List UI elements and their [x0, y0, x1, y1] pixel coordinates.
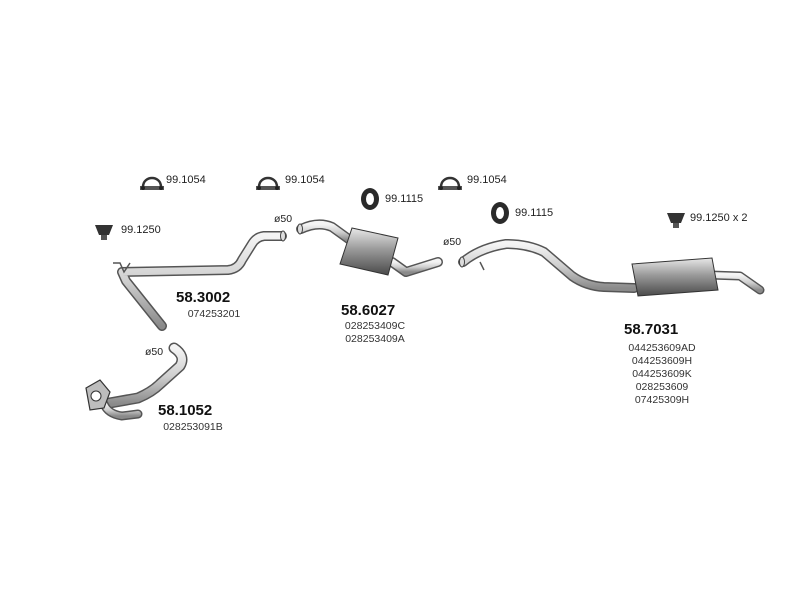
part-number: 58.3002	[176, 289, 231, 306]
hanger-icon	[667, 213, 685, 228]
silencer-58-6027	[296, 219, 443, 277]
clamp-icon	[140, 176, 164, 190]
oem-number: 074253201	[187, 308, 241, 320]
rubber-ring-icon	[491, 202, 509, 224]
pipe-58-1052	[85, 342, 188, 421]
part-number: 58.7031	[624, 321, 679, 338]
oem-number: 028253409C	[344, 320, 406, 332]
clamp-label: 99.1054	[467, 174, 507, 186]
clamp-label: 99.1054	[285, 174, 325, 186]
oem-list: 028253091B	[152, 421, 234, 434]
diameter-label: ø50	[274, 213, 293, 225]
silencer-58-7031	[458, 239, 765, 297]
oem-number: 07425309H	[634, 394, 690, 406]
rubber-ring-icon	[361, 188, 379, 210]
oem-number: 044253609K	[632, 368, 692, 380]
oem-number: 044253609AD	[628, 342, 696, 354]
oem-list: 044253609AD 044253609H 044253609K 028253…	[612, 342, 712, 407]
oem-number: 044253609H	[631, 355, 693, 367]
diameter-label: ø50	[145, 346, 164, 358]
rubber-ring-label: 99.1115	[385, 193, 424, 205]
diameter-label: ø50	[443, 236, 462, 248]
hanger-icon	[95, 225, 113, 240]
oem-number: 028253091B	[163, 421, 223, 433]
hanger-label: 99.1250	[121, 224, 161, 236]
part-number: 58.6027	[341, 302, 396, 319]
oem-list: 074253201	[176, 308, 252, 321]
oem-number: 028253609	[635, 381, 689, 393]
hanger-label: 99.1250 x 2	[690, 212, 748, 224]
pipe-58-3002	[113, 230, 287, 331]
oem-number: 028253409A	[345, 333, 405, 345]
clamp-icon	[438, 176, 462, 190]
oem-list: 028253409C 028253409A	[330, 320, 420, 346]
part-number: 58.1052	[158, 402, 213, 419]
clamp-icon	[256, 176, 280, 190]
rubber-ring-label: 99.1115	[515, 207, 554, 219]
clamp-label: 99.1054	[166, 174, 206, 186]
